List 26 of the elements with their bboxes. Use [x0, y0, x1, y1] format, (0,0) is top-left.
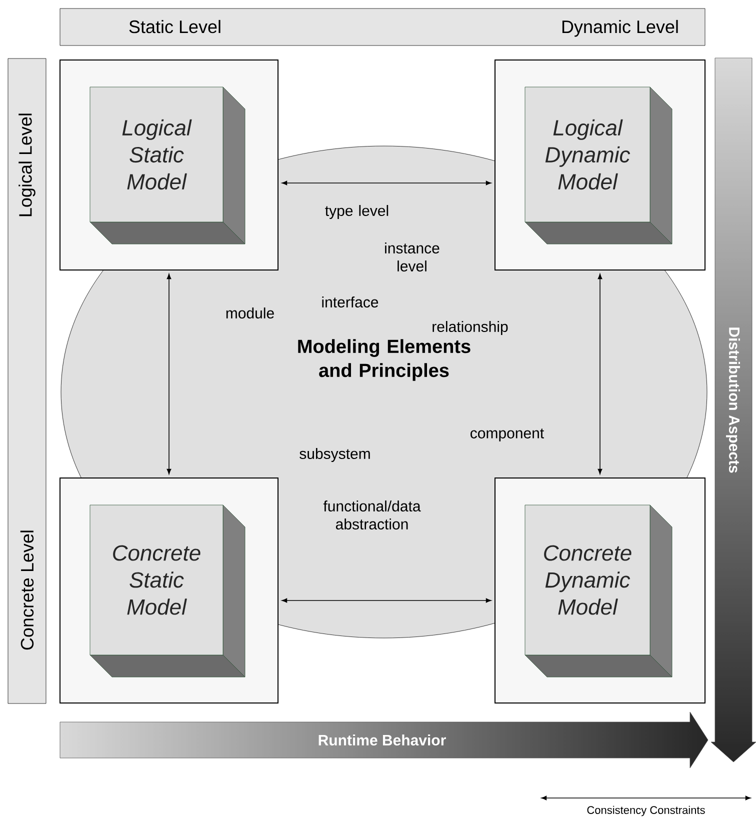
term-label: subsystem: [300, 448, 370, 462]
model-box: Logical Static Model: [60, 60, 278, 270]
double-arrow: [282, 180, 492, 186]
level-label: Dynamic Level: [562, 20, 678, 37]
term-label: instance level: [385, 242, 440, 272]
model-box: Concrete Dynamic Model: [494, 478, 706, 704]
double-arrow: [598, 274, 602, 474]
level-label: Logical Level: [18, 114, 36, 216]
legend-label: Consistency Constraints: [587, 806, 705, 816]
edge-label: functional/data abstraction: [315, 500, 429, 531]
arrow-label: Distribution Aspects: [726, 328, 740, 473]
double-arrow: [282, 598, 492, 603]
edge-label: component: [465, 428, 549, 442]
edge-label: module: [222, 306, 278, 320]
level-band: [60, 8, 706, 46]
edge-label: type level: [320, 204, 394, 220]
term-label: interface: [322, 296, 378, 308]
level-band: [8, 58, 46, 704]
double-arrow: [166, 274, 172, 474]
term-label: relationship: [432, 321, 508, 335]
model-box: Logical Dynamic Model: [494, 60, 706, 270]
circle-title: Modeling Elements and Principles: [298, 339, 470, 381]
level-label: Static Level: [129, 20, 220, 34]
level-label: Concrete Level: [20, 530, 34, 650]
model-box: Concrete Static Model: [60, 478, 278, 704]
arrow-label: Runtime Behavior: [318, 734, 446, 746]
